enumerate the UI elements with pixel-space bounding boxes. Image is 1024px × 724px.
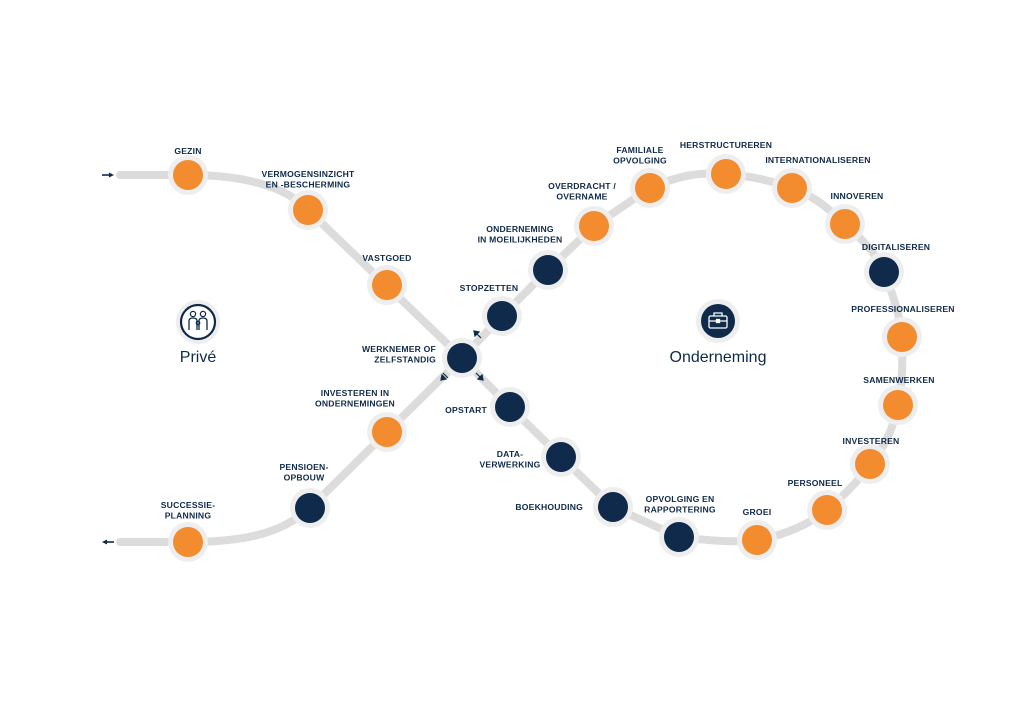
- node-label: FAMILIALE: [616, 145, 663, 155]
- node-label: PROFESSIONALISEREN: [851, 304, 954, 314]
- node-label: INVESTEREN IN: [321, 388, 390, 398]
- node-dot-orange: [173, 160, 203, 190]
- node-label: VASTGOED: [362, 253, 411, 263]
- node-herstructureren: HERSTRUCTUREREN: [680, 140, 772, 194]
- node-samenwerken: SAMENWERKEN: [863, 375, 935, 425]
- node-label: PENSIOEN-: [279, 462, 328, 472]
- node-dot-orange: [372, 270, 402, 300]
- node-dot-navy: [546, 442, 576, 472]
- node-label: GEZIN: [174, 146, 201, 156]
- node-label: ZELFSTANDIG: [374, 355, 436, 365]
- node-label: IN MOEILIJKHEDEN: [478, 235, 563, 245]
- node-vastgoed: VASTGOED: [362, 253, 411, 305]
- node-stopzetten: STOPZETTEN: [460, 283, 522, 336]
- start-arrow-icon: [102, 172, 114, 178]
- arrow-to-werknemer-icon: [473, 330, 482, 339]
- node-label: OPVOLGING: [613, 156, 667, 166]
- node-label: PERSONEEL: [788, 478, 843, 488]
- node-dot-orange: [293, 195, 323, 225]
- node-innoveren: INNOVEREN: [825, 191, 883, 244]
- node-investeren: INVESTEREN: [843, 436, 900, 484]
- node-dot-orange: [777, 173, 807, 203]
- node-label: SAMENWERKEN: [863, 375, 934, 385]
- node-dot-orange: [173, 527, 203, 557]
- node-label: OPSTART: [445, 405, 487, 415]
- node-opstart: OPSTART: [445, 387, 530, 427]
- node-groei: GROEI: [737, 507, 777, 560]
- node-label: INVESTEREN: [843, 436, 900, 446]
- node-label: BOEKHOUDING: [515, 502, 583, 512]
- node-dot-navy: [495, 392, 525, 422]
- node-dot-navy: [869, 257, 899, 287]
- node-boekhouding: BOEKHOUDING: [515, 487, 633, 527]
- node-pensioen: PENSIOEN-OPBOUW: [279, 462, 330, 528]
- node-label: STOPZETTEN: [460, 283, 519, 293]
- node-dot-orange: [812, 495, 842, 525]
- private-label: Privé: [180, 349, 217, 366]
- node-professionaliseren: PROFESSIONALISEREN: [851, 304, 955, 357]
- node-personeel: PERSONEEL: [788, 478, 847, 530]
- node-label: OPVOLGING EN: [646, 494, 715, 504]
- node-dot-orange: [579, 211, 609, 241]
- node-label: DIGITALISEREN: [862, 242, 930, 252]
- node-label: EN -BESCHERMING: [266, 180, 351, 190]
- node-dot-orange: [372, 417, 402, 447]
- node-dot-orange: [635, 173, 665, 203]
- node-label: RAPPORTERING: [644, 505, 716, 515]
- node-label: OVERNAME: [556, 192, 607, 202]
- node-label: ONDERNEMINGEN: [315, 399, 395, 409]
- node-dot-navy: [598, 492, 628, 522]
- briefcase-icon: [708, 312, 728, 329]
- node-label: WERKNEMER OF: [362, 344, 436, 354]
- family-icon: [188, 310, 208, 330]
- node-dot-navy: [295, 493, 325, 523]
- node-label: PLANNING: [165, 511, 212, 521]
- node-label: INNOVEREN: [831, 191, 884, 201]
- node-dot-navy: [487, 301, 517, 331]
- node-successie: SUCCESSIE-PLANNING: [161, 500, 216, 562]
- business-section: Onderneming: [670, 299, 767, 366]
- node-label: HERSTRUCTUREREN: [680, 140, 772, 150]
- node-label: INTERNATIONALISEREN: [765, 155, 870, 165]
- node-label: GROEI: [743, 507, 772, 517]
- node-label: VERMOGENSINZICHT: [262, 169, 356, 179]
- node-dot-navy: [664, 522, 694, 552]
- node-label: DATA-: [497, 449, 523, 459]
- node-dot-navy: [533, 255, 563, 285]
- node-label: SUCCESSIE-: [161, 500, 216, 510]
- arrow-from-werknemer-icon: [475, 372, 484, 381]
- node-internationaliseren: INTERNATIONALISEREN: [765, 155, 870, 208]
- family-icon-circle: [179, 303, 217, 341]
- node-label: OVERDRACHT /: [548, 181, 616, 191]
- node-dot-orange: [855, 449, 885, 479]
- node-overdracht: OVERDRACHT /OVERNAME: [548, 181, 616, 246]
- node-dot-navy: [447, 343, 477, 373]
- node-dot-orange: [887, 322, 917, 352]
- private-section: Privé: [176, 300, 220, 366]
- node-dot-orange: [711, 159, 741, 189]
- node-digitaliseren: DIGITALISEREN: [862, 242, 930, 292]
- node-dataverwerking: DATA-VERWERKING: [479, 437, 581, 477]
- node-gezin: GEZIN: [168, 146, 208, 195]
- node-dot-orange: [830, 209, 860, 239]
- node-dot-orange: [883, 390, 913, 420]
- node-label: VERWERKING: [479, 460, 540, 470]
- node-label: ONDERNEMING: [486, 224, 554, 234]
- arrow-left-werknemer-icon: [440, 372, 449, 381]
- business-label: Onderneming: [670, 349, 767, 366]
- node-label: OPBOUW: [284, 473, 326, 483]
- end-arrow-icon: [102, 539, 114, 545]
- node-dot-orange: [742, 525, 772, 555]
